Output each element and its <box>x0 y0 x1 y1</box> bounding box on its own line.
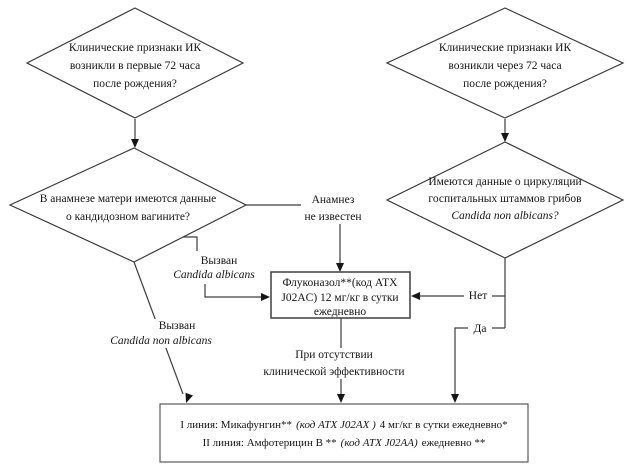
fluconazole-line2: J02AC) 12 мг/кг в сутки <box>281 292 398 304</box>
label-caused-non-albicans-line1: Вызван <box>159 320 195 332</box>
fluconazole-line3: ежедневно <box>314 306 367 318</box>
arrowhead-fluconazole-to-therapy <box>337 394 345 403</box>
elbow-yes-branch <box>454 327 505 395</box>
therapy-line2: II линия: Амфотерицин В **(код АТХ J02AA… <box>203 437 486 449</box>
arrowhead-late-to-strains <box>501 133 509 142</box>
arrowhead-no-to-fluconazole <box>411 292 420 300</box>
elbow-albicans-to-fluconazole <box>204 284 262 298</box>
decision-late-onset-diamond <box>385 7 625 119</box>
label-caused-non-albicans-line2: Candida non albicans <box>110 335 212 347</box>
decision-early-onset-line2: возникли в первые 72 часа <box>70 60 200 72</box>
label-anamnesis-line2: не известен <box>305 211 362 223</box>
fluconazole-box-text: Флуконазол**(код АТХ J02AC) 12 мг/кг в с… <box>281 277 398 318</box>
label-no-effect-line2: клинической эффективности <box>263 366 404 378</box>
label-bg-non-albicans <box>93 319 233 348</box>
label-caused-albicans-line1: Вызван <box>201 255 237 267</box>
decision-hospital-strains-line1: Имеются данные о циркуляции <box>428 176 581 188</box>
label-no: Нет <box>469 290 487 302</box>
label-bg-no <box>464 288 492 302</box>
arrowhead-yes-to-therapy <box>451 394 459 403</box>
label-anamnesis-line1: Анамнез <box>312 194 355 206</box>
elbow-maternal-to-albicans-label <box>183 236 198 251</box>
therapy-line1: I линия: Микафунгин**(код АТХ J02AX )4 м… <box>180 419 507 431</box>
arrowhead-early-to-maternal <box>131 139 139 148</box>
decision-maternal-history-text: В анамнезе матери имеются данные о канди… <box>40 193 217 223</box>
label-bg-yes <box>468 321 492 334</box>
fluconazole-box <box>270 271 411 319</box>
decision-late-onset-line1: Клинические признаки ИК <box>439 42 572 54</box>
therapy-box-text: I линия: Микафунгин**(код АТХ J02AX )4 м… <box>180 419 507 449</box>
arrowhead-albicans-to-fluconazole <box>261 293 270 301</box>
arrowhead-non-albicans-to-therapy <box>185 392 194 403</box>
decision-maternal-history-line2: о кандидозном вагините? <box>66 211 190 223</box>
label-anamnesis-unknown: Анамнез не известен <box>305 194 362 223</box>
decision-hospital-strains-diamond <box>385 141 625 259</box>
decision-late-onset-text: Клинические признаки ИК возникли через 7… <box>439 42 572 90</box>
decision-early-onset-diamond <box>25 7 245 119</box>
decision-hospital-strains-line3: Candida non albicans? <box>451 210 559 222</box>
decision-maternal-history-line1: В анамнезе матери имеются данные <box>40 193 217 205</box>
decision-early-onset-text: Клинические признаки ИК возникли в первы… <box>69 42 202 90</box>
label-caused-non-albicans: Вызван Candida non albicans <box>110 320 212 347</box>
label-caused-albicans-line2: Candida albicans <box>173 269 255 281</box>
decision-hospital-strains-text: Имеются данные о циркуляции госпитальных… <box>428 176 582 222</box>
label-no-effect-line1: При отсутствии <box>295 349 373 361</box>
decision-late-onset-line2: возникли через 72 часа <box>448 60 561 72</box>
label-caused-albicans: Вызван Candida albicans <box>173 255 255 281</box>
label-yes: Да <box>474 323 487 335</box>
decision-late-onset-line3: после рождения? <box>463 78 547 90</box>
decision-maternal-history-diamond <box>8 147 248 263</box>
decision-hospital-strains-line2: госпитальных штаммов грибов <box>428 193 582 205</box>
therapy-box <box>159 403 529 463</box>
decision-early-onset-line1: Клинические признаки ИК <box>69 42 202 54</box>
fluconazole-line1: Флуконазол**(код АТХ <box>283 277 399 289</box>
arrowhead-anamnesis-to-fluconazole <box>336 263 344 272</box>
label-bg-no-effect <box>252 348 416 379</box>
label-no-effect: При отсутствии клинической эффективности <box>263 349 404 378</box>
decision-early-onset-line3: после рождения? <box>93 78 177 90</box>
